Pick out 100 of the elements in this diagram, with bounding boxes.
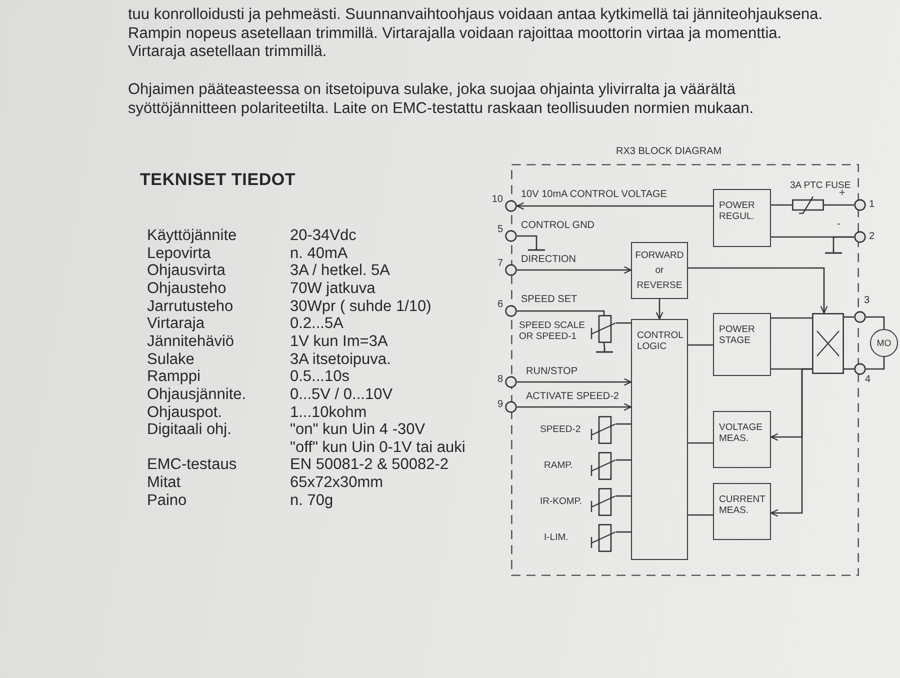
spec-value: 0...5V / 0...10V — [290, 386, 393, 404]
terminal-circle — [854, 311, 866, 323]
signal-label: ACTIVATE SPEED-2 — [526, 391, 619, 403]
trimmer-symbol — [590, 452, 616, 480]
section-heading: TEKNISET TIEDOT — [140, 170, 296, 190]
wire — [517, 235, 538, 246]
diagram-heading: RX3 BLOCK DIAGRAM — [616, 146, 722, 158]
spec-name: Virtaraja — [147, 315, 204, 334]
spec-value: 65x72x30mm — [290, 474, 384, 493]
wire — [832, 236, 854, 249]
spec-value: EN 50081-2 & 50082-2 — [290, 456, 449, 476]
spec-name: Ohjauspot. — [147, 404, 222, 422]
terminal-number: 3 — [864, 295, 871, 306]
spec-value: 20-34Vdc — [290, 227, 356, 246]
spec-name: Ramppi — [147, 368, 200, 387]
terminal-number: 5 — [496, 224, 503, 235]
polarity-sign: - — [837, 218, 841, 232]
fuse-symbol — [792, 196, 824, 214]
wire — [824, 204, 854, 206]
wire — [616, 531, 631, 533]
trimmer-symbol — [590, 488, 616, 516]
wire — [688, 344, 713, 346]
ground-symbol — [825, 249, 842, 254]
component-label: IR-KOMP. — [540, 496, 582, 507]
wire — [517, 310, 605, 315]
arrow — [516, 202, 713, 210]
terminal-circle — [505, 230, 517, 242]
component-label: SPEED SCALE OR SPEED-1 — [519, 320, 586, 342]
wire — [688, 442, 713, 444]
spec-value: 1V kun Im=3A — [290, 332, 388, 352]
wire — [866, 316, 885, 329]
arrow — [517, 378, 632, 386]
spec-value: n. 70g — [290, 492, 334, 510]
trimmer-symbol — [590, 416, 616, 444]
wire — [844, 368, 854, 370]
terminal-number: 4 — [865, 374, 872, 385]
component-label: I-LIM. — [544, 532, 568, 543]
function-block: FORWARD or REVERSE — [631, 242, 688, 299]
signal-label: DIRECTION — [521, 254, 576, 266]
terminal-circle — [505, 200, 517, 212]
spec-name: EMC-testaus — [147, 456, 237, 476]
arrow — [656, 299, 664, 320]
wire — [616, 322, 631, 324]
signal-label: CONTROL GND — [521, 220, 595, 232]
component-label: SPEED-2 — [540, 424, 581, 435]
spec-name: Ohjausvirta — [147, 262, 226, 281]
terminal-circle — [854, 199, 866, 211]
wire — [844, 316, 854, 318]
spec-value: 30Wpr ( suhde 1/10) — [290, 298, 432, 316]
function-block: POWER REGUL. — [713, 189, 771, 247]
spec-name: Ohjausjännite. — [147, 386, 246, 404]
arrow — [770, 368, 812, 517]
function-block: CURRENT MEAS. — [713, 483, 771, 540]
terminal-number: 10 — [490, 194, 503, 205]
terminal-circle — [854, 231, 866, 243]
spec-value: "off" kun Uin 0-1V tai auki — [290, 438, 466, 458]
function-block: VOLTAGE MEAS. — [713, 411, 771, 468]
signal-label: 10V 10mA CONTROL VOLTAGE — [521, 189, 667, 201]
spec-value: n. 40mA — [290, 244, 348, 264]
spec-name: Sulake — [147, 350, 194, 370]
body-paragraph: tuu konrolloidusti ja pehmeästi. Suunnanvaihtoohjaus voidaan antaa kytkimellä tai jänniteohjauksena. Rampin nopeus asetellaan trimmillä. Virtarajalla voidaan rajoittaa moottorin virtaa ja momenttia. Virtaraja asetellaan trimmillä. — [128, 6, 824, 62]
ground-symbol — [528, 246, 545, 251]
spec-name: Paino — [147, 492, 187, 510]
terminal-circle — [505, 305, 517, 317]
spec-value: 70W jatkuva — [290, 280, 376, 299]
terminal-number: 8 — [496, 374, 503, 385]
terminal-circle — [854, 363, 866, 375]
arrow — [517, 403, 632, 411]
wire — [866, 357, 885, 370]
terminal-number: 2 — [869, 231, 876, 242]
trimmer-symbol — [590, 524, 616, 552]
terminal-circle — [505, 376, 517, 388]
spec-value: 0.5...10s — [290, 368, 350, 387]
bridge-block — [812, 313, 844, 374]
spec-value: 3A itsetoipuva. — [290, 350, 391, 370]
signal-label: SPEED SET — [521, 294, 578, 306]
spec-name: Mitat — [147, 474, 181, 493]
spec-value: 3A / hetkel. 5A — [290, 262, 390, 281]
spec-name: Ohjausteho — [147, 280, 226, 299]
terminal-number: 6 — [496, 299, 503, 310]
spec-value: 0.2...5A — [290, 315, 344, 334]
wire — [616, 423, 631, 425]
ground-symbol — [596, 348, 613, 353]
component-label: RAMP. — [544, 460, 573, 471]
wire — [603, 342, 606, 348]
wire — [771, 317, 812, 319]
spec-name: Lepovirta — [147, 244, 211, 264]
function-block: CONTROL LOGIC — [631, 319, 688, 560]
body-paragraph: Ohjaimen pääteasteessa on itsetoipuva sulake, joka suojaa ohjainta ylivirralta ja väärältä syöttöjännitteen polariteetilta. Laite on EMC-testattu raskaan teollisuuden normien mukaan. — [128, 81, 755, 118]
terminal-number: 1 — [869, 199, 876, 210]
spec-value: "on" kun Uin 4 -30V — [290, 421, 426, 440]
terminal-circle — [505, 264, 517, 276]
wire — [688, 514, 713, 516]
potentiometer-symbol — [590, 315, 616, 343]
terminal-circle — [505, 401, 517, 413]
spec-name: Digitaali ohj. — [147, 421, 232, 440]
wire — [771, 204, 792, 206]
function-block: POWER STAGE — [713, 313, 771, 376]
arrow — [688, 267, 828, 314]
signal-label: RUN/STOP — [526, 366, 578, 378]
